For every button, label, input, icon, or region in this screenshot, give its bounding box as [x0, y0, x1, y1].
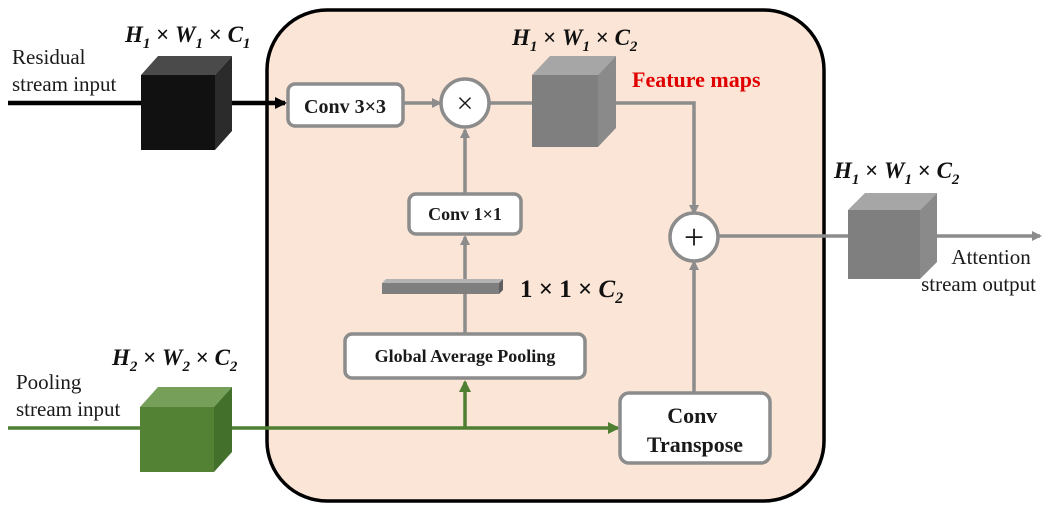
vector-dims: 1 × 1 × C2 — [520, 276, 623, 307]
gap-label: Global Average Pooling — [375, 346, 556, 366]
residual-input-label: Residual stream input — [12, 45, 117, 96]
vector-bar — [382, 279, 503, 294]
feature-maps-label: Feature maps — [632, 67, 761, 92]
attention-output-label: Attention stream output — [921, 245, 1036, 296]
conv3x3-label: Conv 3×3 — [304, 96, 386, 118]
output-cube — [848, 193, 937, 279]
pooling-input-dims: H2 × W2 × C2 — [111, 345, 238, 375]
residual-input-dims: H1 × W1 × C1 — [124, 22, 250, 52]
add-op: + — [668, 211, 720, 263]
feature-maps-dims: H1 × W1 × C2 — [511, 25, 638, 55]
feature-maps-cube — [532, 56, 616, 147]
multiply-symbol: × — [457, 87, 474, 120]
multiply-op: × — [439, 77, 491, 129]
conv-transpose-line: Transpose — [647, 432, 743, 457]
conv-transpose-label: Conv Transpose — [647, 403, 743, 457]
feature-to-add-arrow — [616, 101, 699, 215]
conv-transpose-block: Conv Transpose — [618, 391, 772, 465]
global-average-pooling-block: Global Average Pooling — [343, 332, 587, 380]
conv1x1-label: Conv 1×1 — [428, 204, 502, 224]
residual-input-cube — [141, 56, 232, 150]
pooling-input-cube — [140, 387, 232, 472]
output-dims: H1 × W1 × C2 — [833, 158, 960, 188]
add-symbol: + — [684, 217, 704, 257]
conv1x1-block: Conv 1×1 — [407, 192, 523, 236]
pooling-input-label: Pooling stream input — [16, 370, 121, 421]
conv3x3-block: Conv 3×3 — [286, 82, 405, 128]
conv-transpose-line: Conv — [667, 403, 717, 428]
